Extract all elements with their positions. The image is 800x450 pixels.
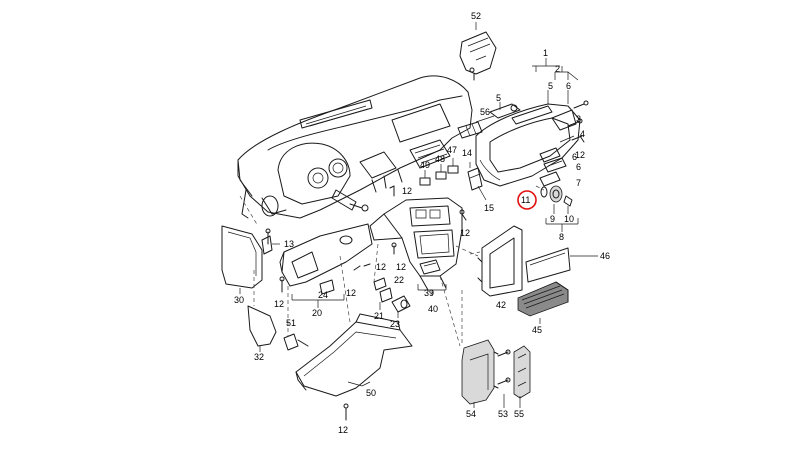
- label-48: 48: [435, 154, 445, 164]
- label-12-mid: 12: [376, 262, 386, 272]
- label-3: 3: [576, 114, 581, 124]
- label-52: 52: [471, 11, 481, 21]
- part-21-22-23-sensors: [373, 277, 411, 318]
- highlight-circle: [517, 190, 537, 210]
- label-7: 7: [576, 178, 581, 188]
- label-8: 8: [559, 232, 564, 242]
- label-55: 55: [514, 409, 524, 419]
- part-51-fastener: [283, 333, 309, 351]
- label-12-left: 12: [274, 299, 284, 309]
- screws-12: [265, 135, 585, 421]
- label-40: 40: [428, 304, 438, 314]
- assembly-guide-lines: [239, 185, 545, 347]
- part-50-tray: [295, 313, 413, 397]
- part-6-7-switch: [539, 157, 567, 187]
- dashboard-panel: [237, 75, 473, 219]
- label-4: 4: [580, 129, 585, 139]
- label-39: 39: [424, 288, 434, 298]
- label-20: 20: [312, 308, 322, 318]
- label-42: 42: [496, 300, 506, 310]
- part-55-trim: [513, 345, 531, 408]
- label-12-pin: 12: [346, 288, 356, 298]
- label-47: 47: [447, 145, 457, 155]
- label-24: 24: [318, 290, 328, 300]
- label-49: 49: [420, 160, 430, 170]
- part-46-panel: [525, 247, 598, 283]
- label-22: 22: [394, 275, 404, 285]
- label-15: 15: [484, 203, 494, 213]
- label-13: 13: [284, 239, 294, 249]
- label-53: 53: [498, 409, 508, 419]
- part-45-unit: [517, 281, 569, 324]
- part-13-clip: [261, 235, 280, 255]
- label-6b: 6: [576, 162, 581, 172]
- part-42-frame: [477, 225, 523, 297]
- part-9-10-lock: [540, 185, 579, 232]
- label-9: 9: [550, 214, 555, 224]
- label-2: 2: [555, 64, 560, 74]
- label-51: 51: [286, 318, 296, 328]
- part-54-side-panel: [461, 339, 499, 408]
- label-14: 14: [462, 148, 472, 158]
- part-53-clip: [497, 349, 511, 408]
- label-5a: 5: [548, 81, 553, 91]
- label-12-midlow: 12: [396, 262, 406, 272]
- part-20-lower-panel: [279, 223, 373, 308]
- part-32-cap: [247, 305, 277, 352]
- part-40-center-console: [369, 197, 463, 291]
- label-6c: 6: [572, 152, 577, 162]
- label-45: 45: [532, 325, 542, 335]
- callout-labels: 1 2 5 6 3 4 12 6 7 9 10 8 11 52 5 56 49 …: [234, 11, 610, 435]
- label-21: 21: [374, 311, 384, 321]
- part-47-48-49-switches: [419, 158, 487, 201]
- label-32: 32: [254, 352, 264, 362]
- part-5-mounting: [457, 102, 521, 139]
- label-56: 56: [480, 107, 490, 117]
- label-50: 50: [366, 388, 376, 398]
- part-39-clip: [417, 259, 447, 296]
- callout-bracket-1-2: [532, 58, 579, 104]
- part-52-bracket: [459, 22, 497, 81]
- label-6a: 6: [566, 81, 571, 91]
- part-30-cover: [221, 225, 263, 294]
- label-23: 23: [390, 319, 400, 329]
- label-12-top: 12: [402, 186, 412, 196]
- label-12-right: 12: [575, 150, 585, 160]
- label-30: 30: [234, 295, 244, 305]
- label-5b: 5: [496, 93, 501, 103]
- label-54: 54: [466, 409, 476, 419]
- label-10: 10: [564, 214, 574, 224]
- part-1-glovebox: [475, 103, 581, 187]
- label-46: 46: [600, 251, 610, 261]
- label-1: 1: [543, 48, 548, 58]
- label-11: 11: [521, 195, 530, 205]
- label-12-bottom: 12: [338, 425, 348, 435]
- label-12-center: 12: [460, 228, 470, 238]
